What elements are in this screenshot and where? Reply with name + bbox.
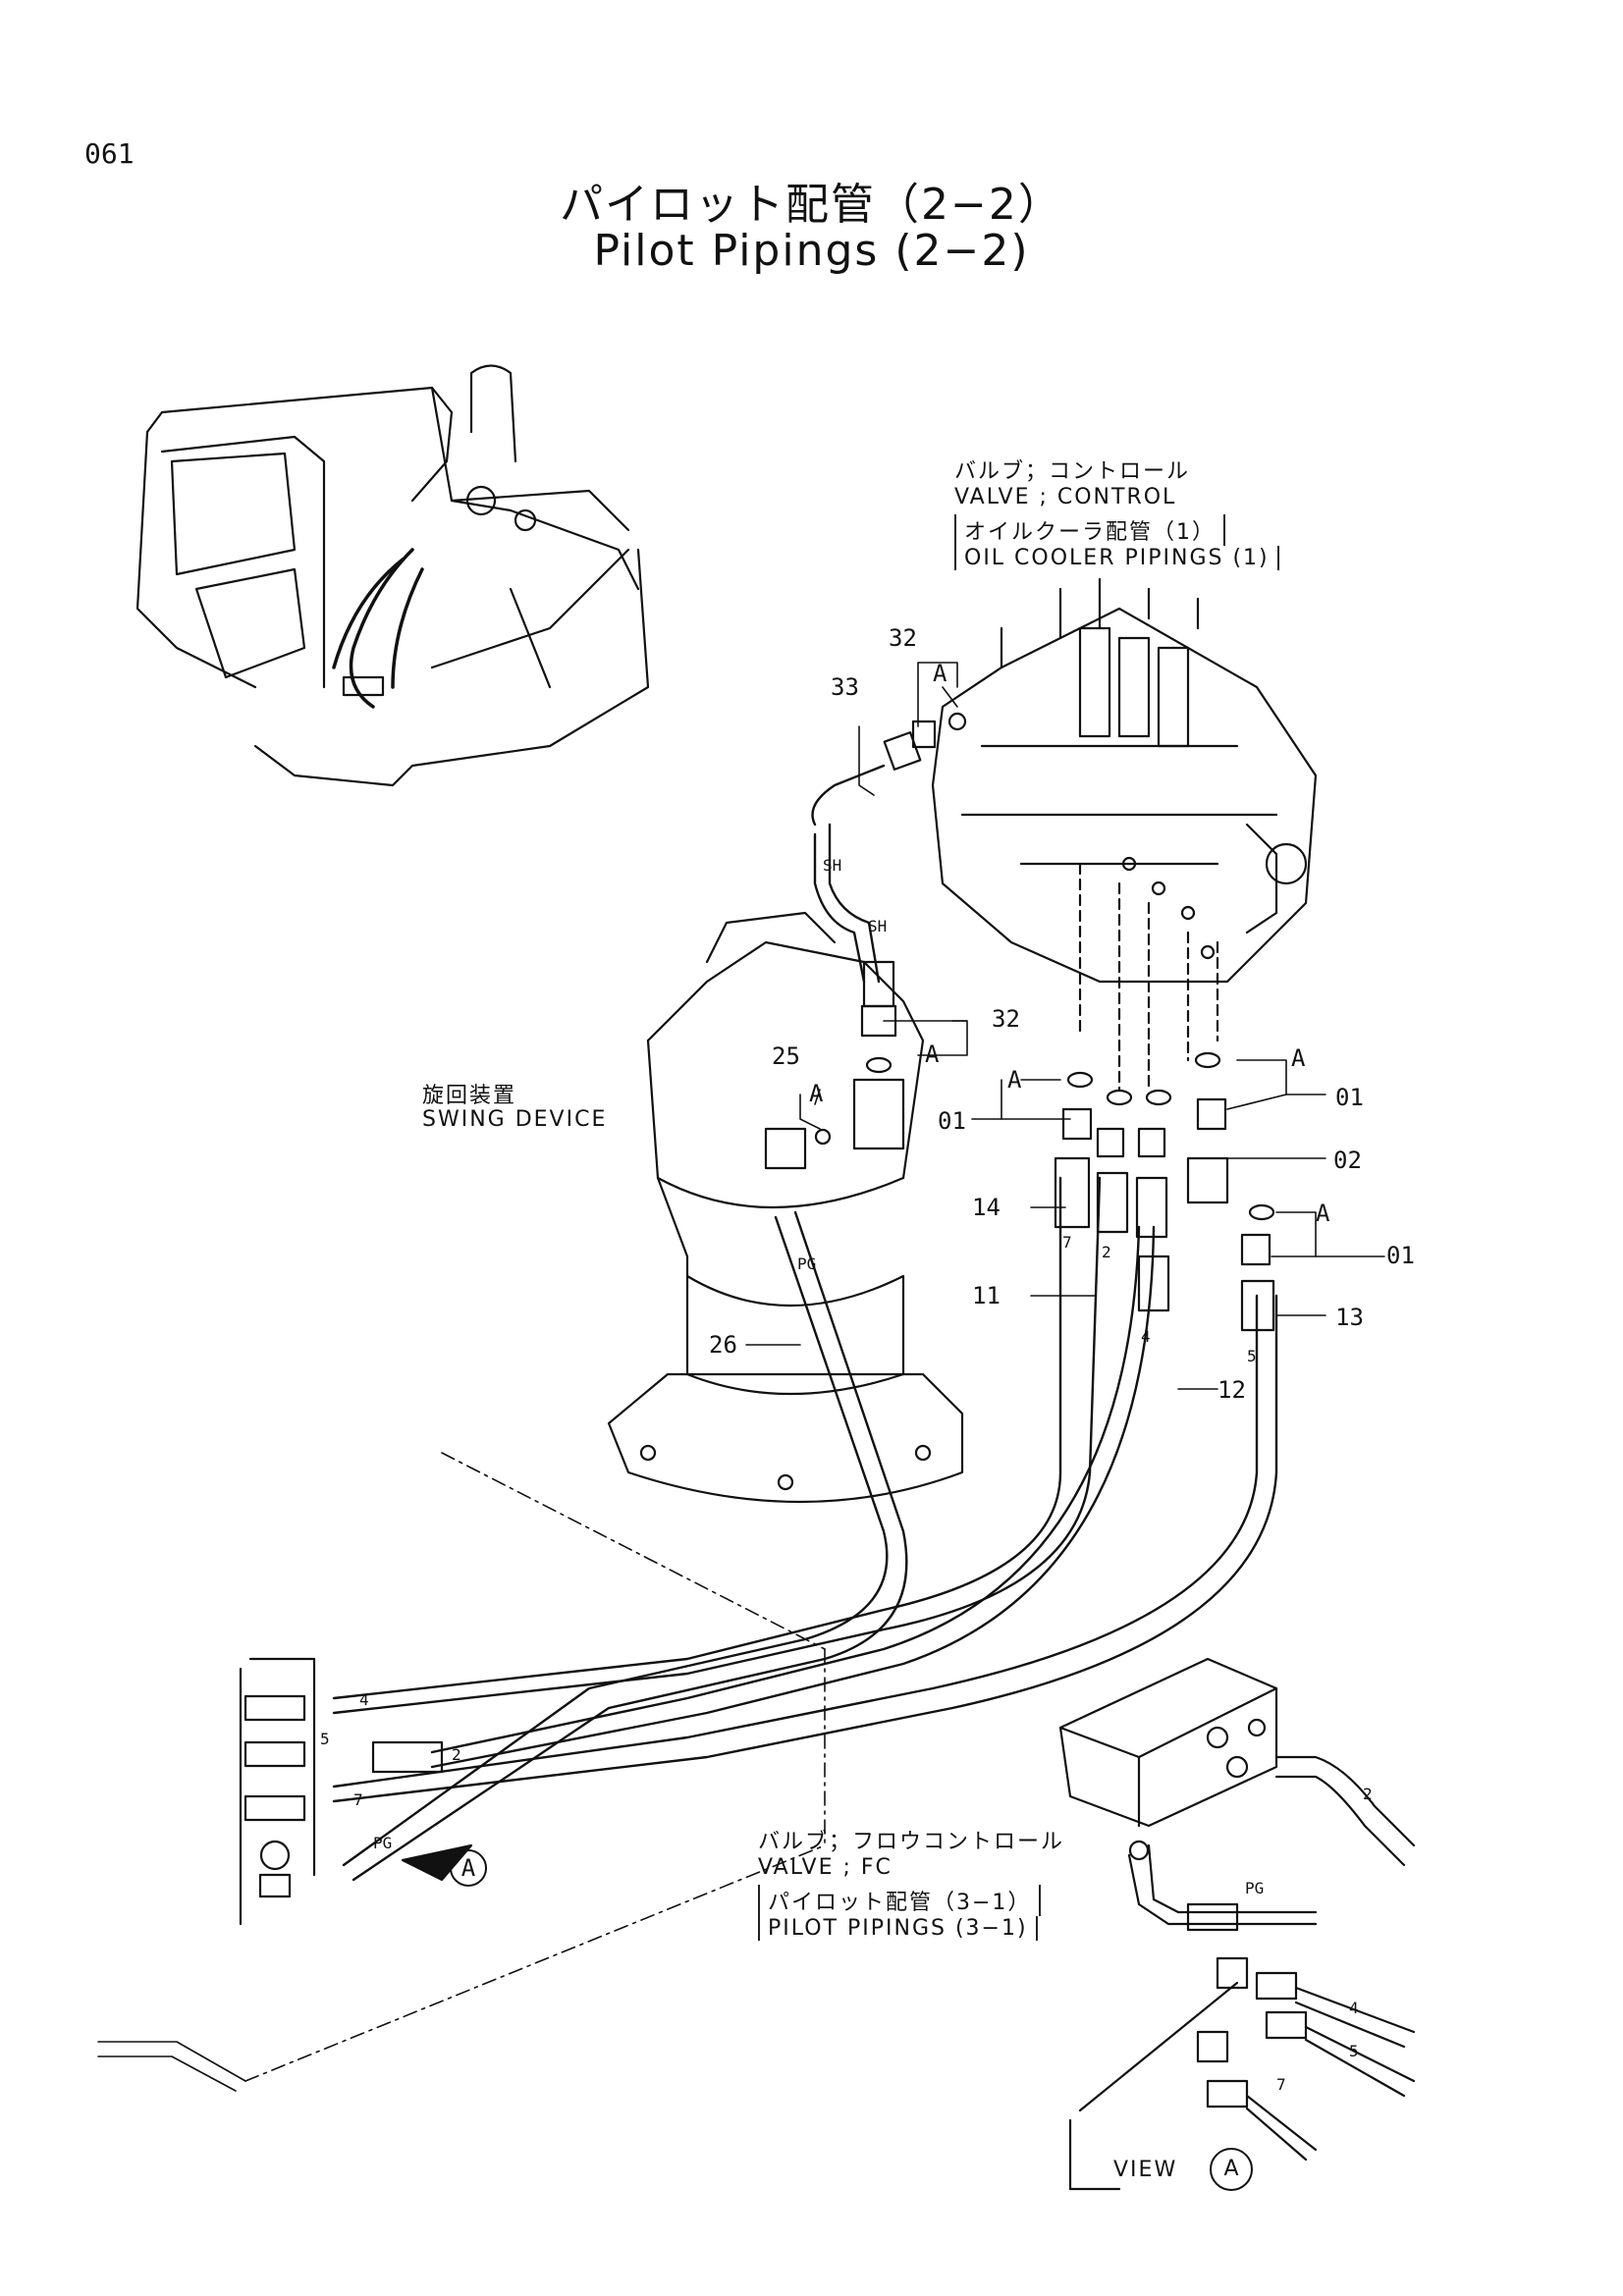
view-a-hose-mark-4: 4 — [1349, 1999, 1359, 2017]
hose-mark-5: 5 — [1247, 1347, 1257, 1365]
left-hose-mark-2: 2 — [452, 1745, 461, 1764]
oil-cooler-label-ja: オイルクーラ配管（1） — [954, 514, 1225, 546]
callout-32-mid: 32 — [992, 1005, 1020, 1033]
callout-a-right: A — [1291, 1044, 1306, 1072]
callout-a-mid: A — [925, 1041, 940, 1068]
hose-mark-2: 2 — [1102, 1243, 1111, 1261]
swing-device-label-en: SWING DEVICE — [422, 1107, 608, 1132]
view-a-hose-mark-7: 7 — [1276, 2075, 1286, 2094]
callout-02: 02 — [1333, 1147, 1362, 1174]
swing-device-illustration — [607, 911, 964, 1504]
callout-01-low: 01 — [1386, 1242, 1415, 1269]
view-a-caption: VIEW — [1113, 2158, 1178, 2182]
callout-pg-1: PG — [797, 1255, 817, 1273]
left-hose-mark-5: 5 — [320, 1730, 330, 1748]
hose-mark-7: 7 — [1062, 1233, 1072, 1252]
control-valve-illustration — [931, 577, 1318, 1092]
excavator-cab-illustration — [135, 364, 650, 787]
fc-valve-illustration — [1058, 1657, 1416, 1932]
hose-bundle-illustration — [332, 764, 1278, 1882]
callout-a-center: A — [1007, 1066, 1022, 1094]
left-hose-mark-7: 7 — [353, 1790, 363, 1809]
page-number: 061 — [84, 137, 135, 170]
pilot-pipings-label-en: PILOT PIPINGS (3−1) — [758, 1916, 1038, 1941]
callout-a-low: A — [1316, 1200, 1330, 1227]
callout-33: 33 — [831, 673, 859, 701]
fittings-illustration — [764, 712, 1275, 1332]
pilot-pipings-label-ja: パイロット配管（3−1） — [758, 1885, 1042, 1916]
valve-control-label-ja: バルブ；コントロール — [954, 459, 1191, 484]
frame-outline — [97, 1452, 826, 2092]
callout-14: 14 — [972, 1194, 1001, 1221]
callout-pg-2: PG — [373, 1834, 393, 1852]
callout-01-right: 01 — [1335, 1084, 1364, 1111]
callout-13: 13 — [1335, 1304, 1364, 1331]
callout-sh-1: SH — [823, 856, 842, 875]
callout-a-top: A — [933, 660, 947, 687]
callout-26: 26 — [709, 1331, 737, 1359]
page-title-en: Pilot Pipings (2−2) — [593, 226, 1030, 276]
leader-lines — [745, 662, 1385, 1390]
left-hose-mark-4: 4 — [359, 1690, 369, 1709]
fc-hose-mark-2: 2 — [1363, 1785, 1373, 1803]
hose-mark-4: 4 — [1141, 1327, 1151, 1346]
view-a-marker-circle: A — [450, 1849, 487, 1887]
view-a-hose-mark-5: 5 — [1349, 2042, 1359, 2060]
valve-fc-label-ja: バルブ；フロウコントロール — [758, 1830, 1065, 1854]
view-a-detail-illustration — [1068, 1956, 1416, 2191]
callout-12: 12 — [1217, 1376, 1246, 1404]
callout-pg-3: PG — [1245, 1879, 1265, 1897]
callout-sh-2: SH — [868, 917, 888, 935]
callout-25: 25 — [772, 1042, 800, 1070]
callout-01-left: 01 — [938, 1107, 966, 1135]
valve-control-label-en: VALVE ; CONTROL — [954, 485, 1177, 509]
swing-device-label-ja: 旋回装置 — [422, 1084, 517, 1108]
callout-a-left: A — [809, 1080, 824, 1107]
view-a-caption-letter: A — [1210, 2148, 1253, 2191]
callout-32-top: 32 — [889, 624, 917, 652]
valve-fc-label-en: VALVE ; FC — [758, 1855, 893, 1880]
callout-11: 11 — [972, 1282, 1001, 1309]
page-title-ja: パイロット配管（2−2） — [560, 180, 1063, 230]
oil-cooler-label-en: OIL COOLER PIPINGS (1) — [954, 546, 1279, 570]
